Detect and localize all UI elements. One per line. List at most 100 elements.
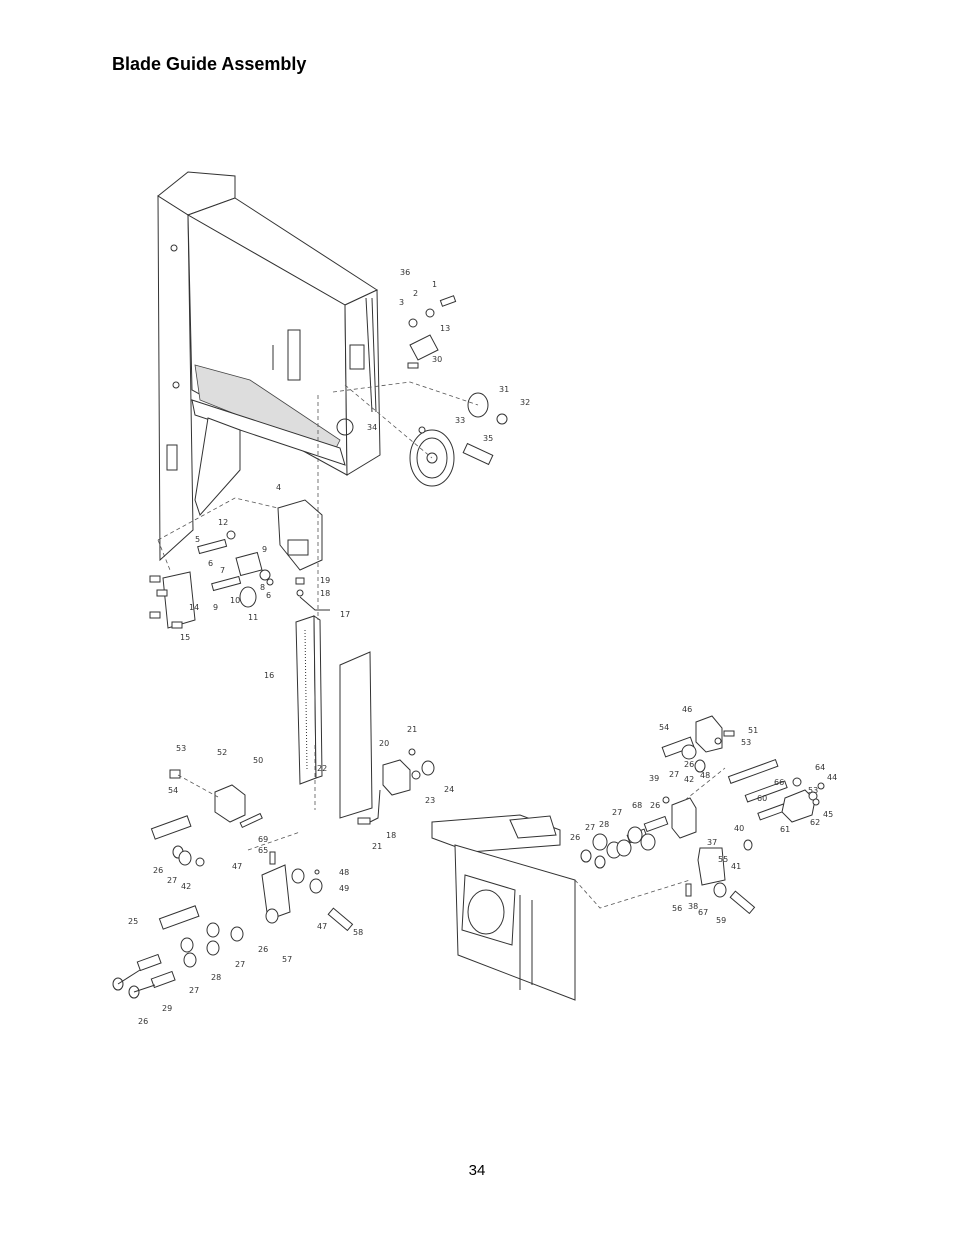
callout-45: 45 [823, 810, 833, 819]
callout-42b: 42 [684, 775, 694, 784]
callout-26: 26 [153, 866, 163, 875]
callout-48b: 48 [700, 771, 710, 780]
callout-26c: 26 [138, 1017, 148, 1026]
callout-18: 18 [320, 589, 330, 598]
callout-48: 48 [339, 868, 349, 877]
callout-2: 2 [413, 289, 418, 298]
lower-guide-left [112, 769, 354, 999]
callout-42: 42 [181, 882, 191, 891]
page-number: 34 [468, 1162, 486, 1179]
callout-53c: 53 [808, 786, 818, 795]
callout-14: 14 [189, 603, 199, 612]
callout-56: 56 [672, 904, 682, 913]
callout-27c: 27 [189, 986, 199, 995]
callout-62: 62 [810, 818, 820, 827]
callout-44: 44 [827, 773, 837, 782]
callout-22: 22 [317, 764, 327, 773]
callout-60: 60 [757, 794, 767, 803]
callout-52: 52 [217, 748, 227, 757]
callout-6: 6 [208, 559, 213, 568]
callout-29: 29 [162, 1004, 172, 1013]
callout-49: 49 [339, 884, 349, 893]
callout-58: 58 [353, 928, 363, 937]
callout-66: 66 [774, 778, 784, 787]
lower-guide-right [580, 715, 825, 915]
callout-17: 17 [340, 610, 350, 619]
table-frame [431, 814, 691, 1001]
callout-30: 30 [432, 355, 442, 364]
callout-57: 57 [282, 955, 292, 964]
callout-24: 24 [444, 785, 454, 794]
callout-69: 69 [258, 835, 268, 844]
callout-15: 15 [180, 633, 190, 642]
callout-61: 61 [780, 825, 790, 834]
callout-5: 5 [195, 535, 200, 544]
callout-39: 39 [649, 774, 659, 783]
callout-13: 13 [440, 324, 450, 333]
callout-67: 67 [698, 908, 708, 917]
callout-53b: 53 [741, 738, 751, 747]
callout-10: 10 [230, 596, 240, 605]
callout-50: 50 [253, 756, 263, 765]
callout-labels: 36 1 2 3 13 30 31 32 34 33 35 4 12 5 9 6… [128, 268, 837, 1026]
callout-21: 21 [407, 725, 417, 734]
callout-53: 53 [176, 744, 186, 753]
callout-16: 16 [264, 671, 274, 680]
callout-33: 33 [455, 416, 465, 425]
callout-7: 7 [220, 566, 225, 575]
guide-post [295, 395, 373, 819]
callout-9b: 9 [213, 603, 218, 612]
callout-11: 11 [248, 613, 258, 622]
callout-1: 1 [432, 280, 437, 289]
callout-25: 25 [128, 917, 138, 926]
callout-55: 55 [718, 855, 728, 864]
callout-26d: 26 [684, 760, 694, 769]
callout-4: 4 [276, 483, 281, 492]
callout-8: 8 [260, 583, 265, 592]
callout-46: 46 [682, 705, 692, 714]
callout-6b: 6 [266, 591, 271, 600]
callout-28: 28 [211, 973, 221, 982]
callout-36: 36 [400, 268, 410, 277]
callout-54b: 54 [659, 723, 669, 732]
callout-28b: 28 [599, 820, 609, 829]
callout-18b: 18 [386, 831, 396, 840]
callout-64: 64 [815, 763, 825, 772]
callout-34: 34 [367, 423, 377, 432]
callout-19: 19 [320, 576, 330, 585]
callout-31: 31 [499, 385, 509, 394]
upper-frame [157, 171, 381, 562]
guard-bracket [357, 748, 435, 825]
callout-27b: 27 [235, 960, 245, 969]
callout-65: 65 [258, 846, 268, 855]
callout-27e: 27 [612, 808, 622, 817]
callout-27f: 27 [585, 823, 595, 832]
callout-20: 20 [379, 739, 389, 748]
callout-47: 47 [232, 862, 242, 871]
callout-68: 68 [632, 801, 642, 810]
callout-37: 37 [707, 838, 717, 847]
callout-54: 54 [168, 786, 178, 795]
callout-38: 38 [688, 902, 698, 911]
handwheel-group [332, 295, 508, 487]
callout-40: 40 [734, 824, 744, 833]
callout-41: 41 [731, 862, 741, 871]
bracket-group [149, 497, 330, 629]
callout-35: 35 [483, 434, 493, 443]
callout-26b: 26 [258, 945, 268, 954]
callout-51: 51 [748, 726, 758, 735]
callout-27d: 27 [669, 770, 679, 779]
callout-59: 59 [716, 916, 726, 925]
callout-12: 12 [218, 518, 228, 527]
callout-27: 27 [167, 876, 177, 885]
callout-32: 32 [520, 398, 530, 407]
callout-23: 23 [425, 796, 435, 805]
callout-47b: 47 [317, 922, 327, 931]
page-title: Blade Guide Assembly [112, 54, 307, 74]
callout-21b: 21 [372, 842, 382, 851]
callout-9: 9 [262, 545, 267, 554]
callout-26e: 26 [650, 801, 660, 810]
callout-3: 3 [399, 298, 404, 307]
callout-26f: 26 [570, 833, 580, 842]
